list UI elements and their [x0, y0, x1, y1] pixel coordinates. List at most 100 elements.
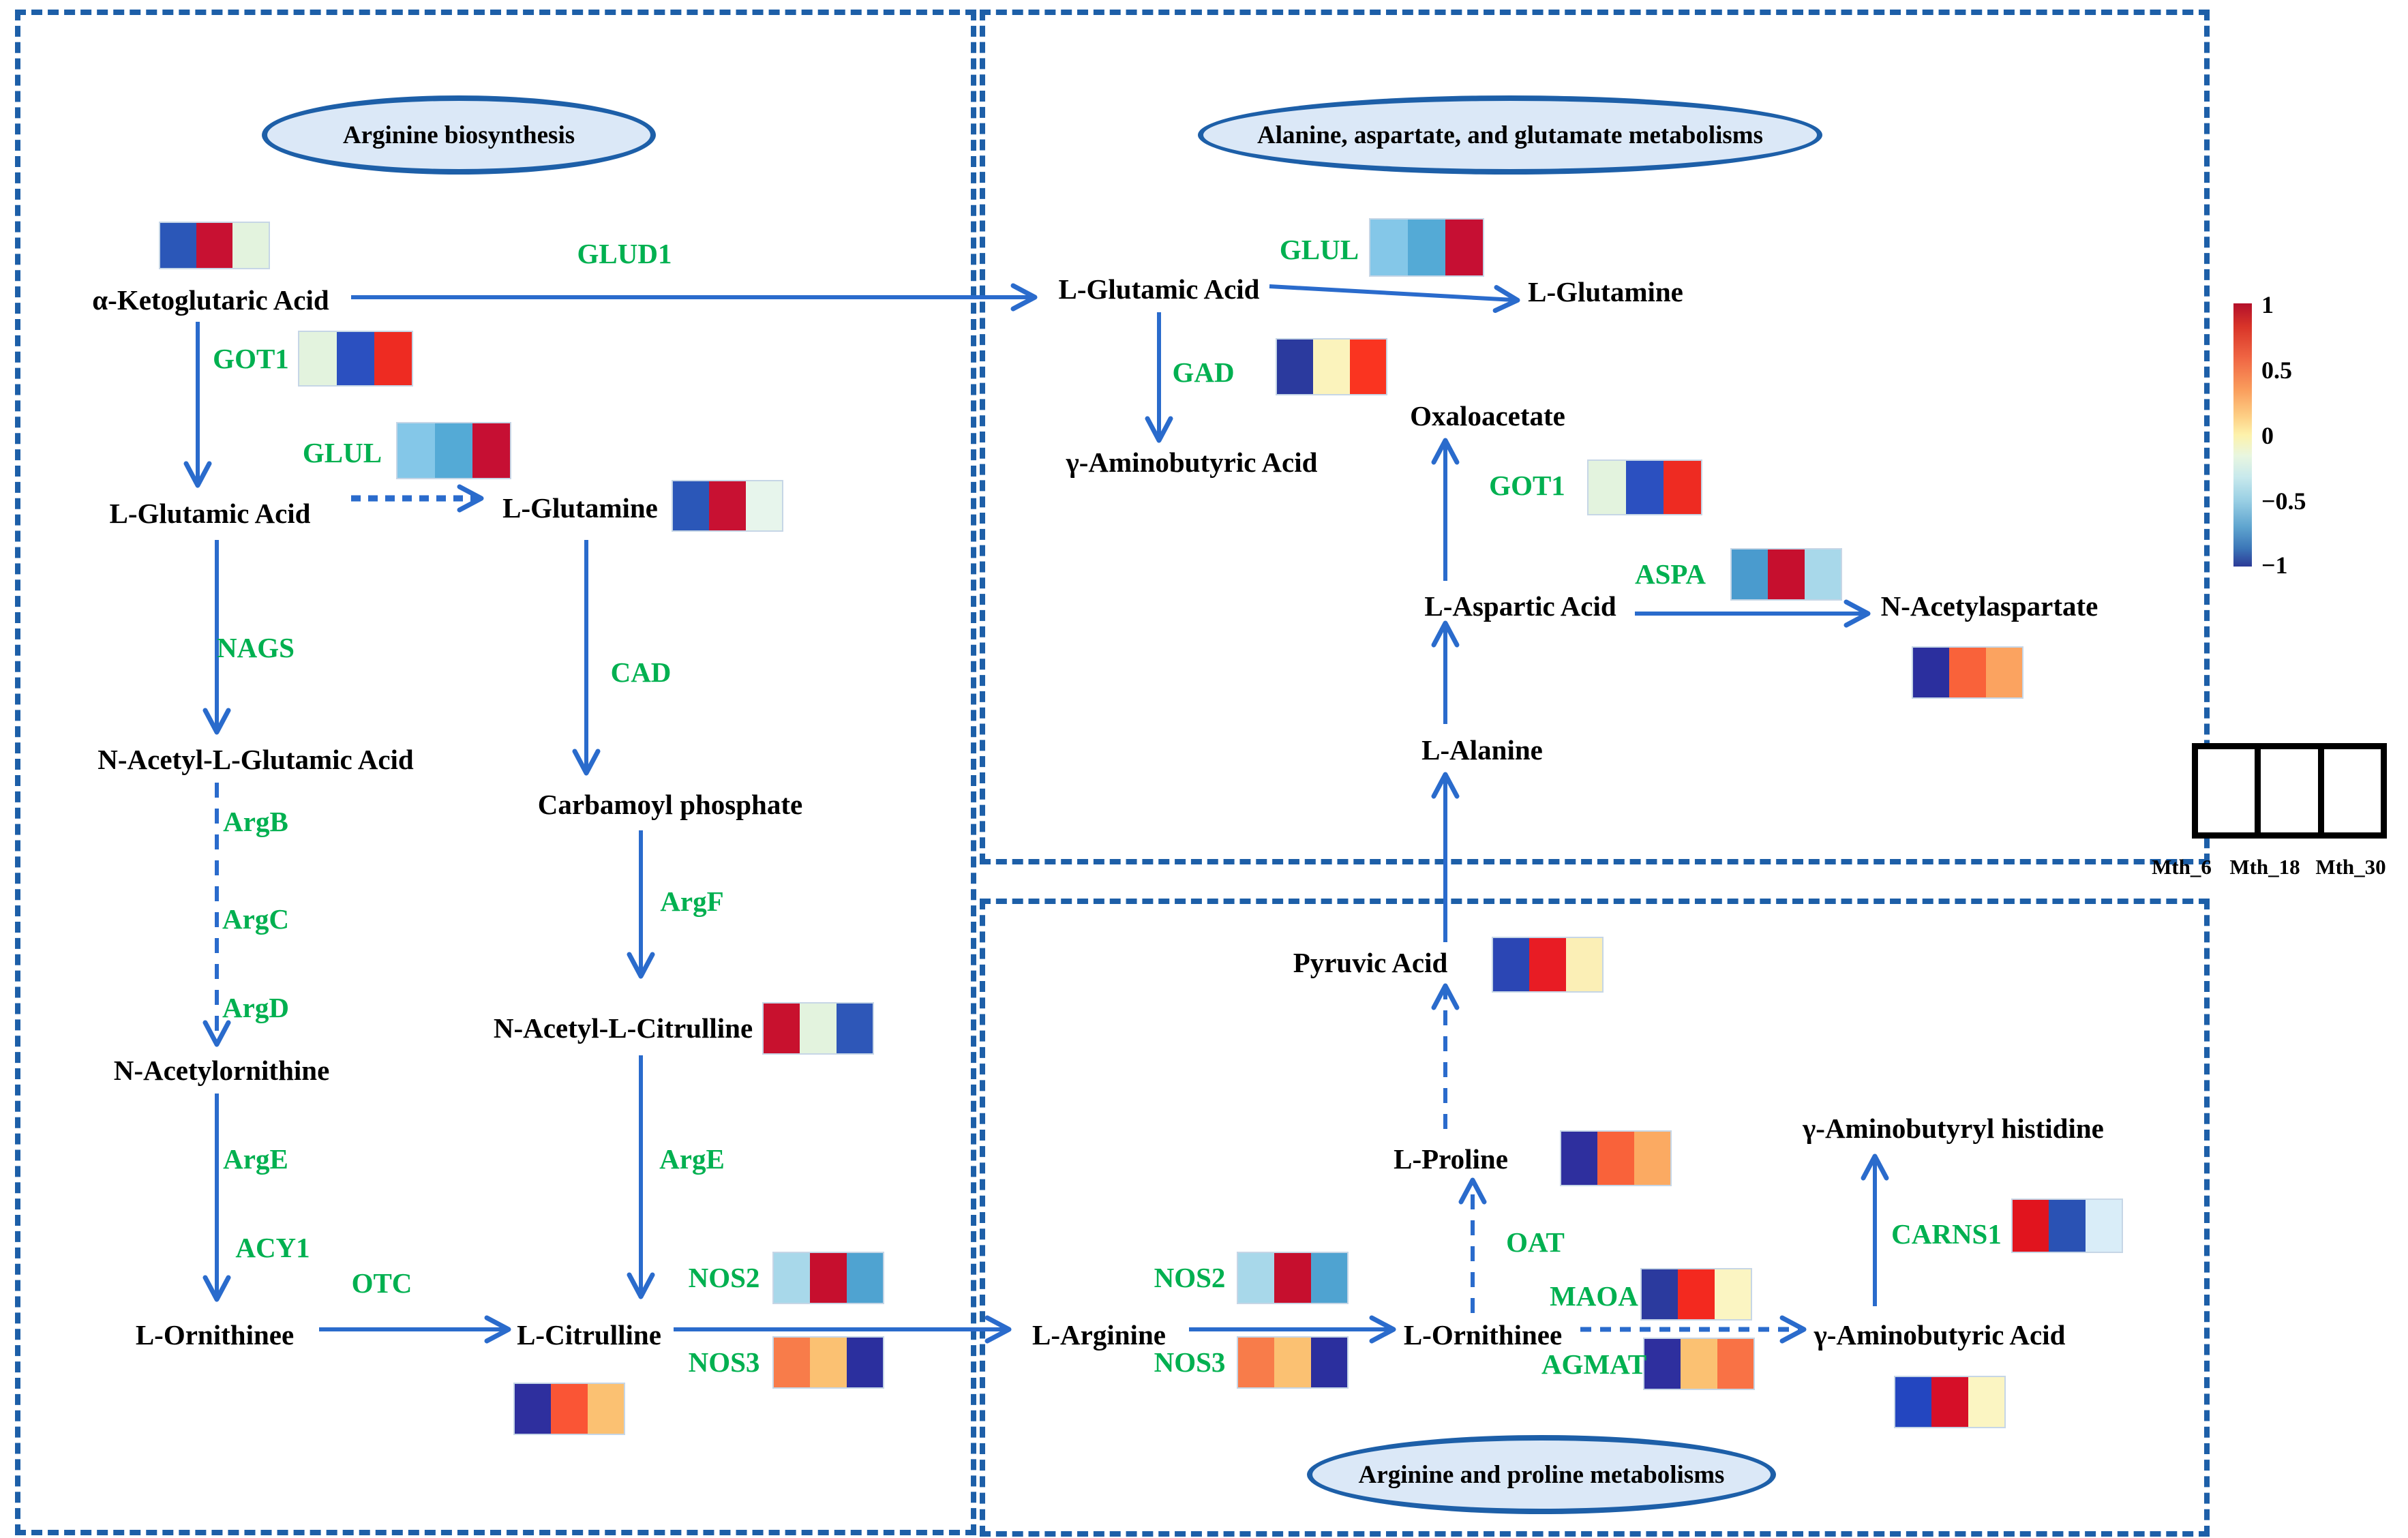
month-legend-label-mth6: Mth_6: [2152, 855, 2212, 879]
enzyme-argf: ArgF: [660, 886, 724, 917]
metabolite-l-aspartic-acid: L-Aspartic Acid: [1424, 590, 1616, 622]
heatmap-nos3-left: [772, 1336, 884, 1389]
title-ellipse-arginine-biosynthesis: Arginine biosynthesis: [262, 95, 656, 175]
enzyme-nos2-left: NOS2: [688, 1262, 760, 1293]
heatmap-carns1: [2011, 1198, 2123, 1253]
heatmap-cell-mth30: [1445, 220, 1483, 275]
heatmap-cell-mth30: [1565, 938, 1602, 991]
enzyme-cad: CAD: [610, 657, 672, 688]
metabolite-gaba-top: γ-Aminobutyric Acid: [1066, 447, 1318, 478]
heatmap-cell-mth30: [1714, 1269, 1751, 1319]
metabolite-l-citrulline: L-Citrulline: [517, 1319, 661, 1351]
panel-title: Arginine biosynthesis: [342, 121, 575, 149]
heatmap-cell-mth30: [472, 423, 510, 478]
heatmap-cell-mth30: [846, 1253, 883, 1303]
heatmap-n-acetyl-l-citrulline: [762, 1002, 874, 1055]
heatmap-cell-mth6: [1895, 1377, 1932, 1427]
heatmap-cell-mth6: [1732, 549, 1769, 599]
heatmap-pyruvic-acid: [1492, 937, 1604, 993]
enzyme-nos2-bottom: NOS2: [1154, 1262, 1226, 1293]
heatmap-aspa: [1730, 548, 1842, 601]
heatmap-cell-mth18: [2049, 1200, 2086, 1252]
panel-alanine-aspartate-glutamate: [980, 10, 2210, 864]
month-legend-label-mth18: Mth_18: [2229, 855, 2300, 879]
enzyme-glul-right: GLUL: [1279, 234, 1359, 265]
heatmap-cell-mth18: [196, 223, 232, 268]
enzyme-gad: GAD: [1172, 357, 1235, 388]
enzyme-carns1: CARNS1: [1891, 1218, 2002, 1250]
metabolite-l-glutamic-acid-right: L-Glutamic Acid: [1058, 273, 1260, 305]
heatmap-cell-mth30: [1664, 461, 1701, 514]
heatmap-cell-mth18: [1274, 1253, 1311, 1303]
heatmap-cell-mth6: [160, 223, 196, 268]
metabolite-alpha-ketoglutaric-acid: α-Ketoglutaric Acid: [92, 284, 329, 316]
colorbar-tick-0: 0: [2261, 422, 2274, 449]
enzyme-got1-left: GOT1: [213, 343, 289, 374]
heatmap-gaba-bottom: [1894, 1376, 2006, 1428]
heatmap-cell-mth6: [774, 1338, 811, 1387]
enzyme-argb: ArgB: [223, 806, 288, 837]
heatmap-cell-mth6: [673, 481, 710, 530]
enzyme-otc: OTC: [351, 1267, 412, 1299]
metabolite-gamma-aminobutyryl-histidine: γ-Aminobutyryl histidine: [1803, 1113, 2104, 1144]
heatmap-cell-mth18: [1529, 938, 1566, 991]
heatmap-cell-mth30: [374, 332, 412, 385]
enzyme-nags: NAGS: [217, 632, 295, 663]
heatmap-maoa: [1640, 1268, 1752, 1321]
heatmap-agmat: [1643, 1338, 1755, 1390]
heatmap-cell-mth18: [435, 423, 472, 478]
heatmap-glul-right: [1369, 218, 1484, 277]
panel-arginine-biosynthesis: [15, 10, 976, 1535]
heatmap-cell-mth6: [397, 423, 435, 478]
enzyme-got1-right: GOT1: [1489, 470, 1565, 501]
heatmap-cell-mth18: [1681, 1339, 1717, 1389]
heatmap-cell-mth6: [515, 1384, 552, 1434]
heatmap-cell-mth30: [846, 1338, 883, 1387]
enzyme-maoa: MAOA: [1550, 1280, 1638, 1312]
metabolite-l-ornithinee-bottom: L-Ornithinee: [1403, 1319, 1563, 1351]
enzyme-argc: ArgC: [222, 903, 289, 935]
heatmap-cell-mth18: [709, 481, 746, 530]
enzyme-acy1: ACY1: [235, 1232, 310, 1263]
metabolite-n-acetylornithine: N-Acetylornithine: [113, 1055, 330, 1086]
month-legend-cell-mth18: [2261, 749, 2324, 832]
heatmap-cell-mth18: [1768, 549, 1805, 599]
metabolite-gaba-bottom: γ-Aminobutyric Acid: [1813, 1319, 2066, 1351]
metabolite-l-ornithinee-left: L-Ornithinee: [135, 1319, 295, 1351]
heatmap-cell-mth6: [1277, 340, 1314, 394]
heatmap-cell-mth30: [836, 1004, 873, 1053]
colorbar-tick-neg0.5: −0.5: [2261, 487, 2306, 515]
heatmap-cell-mth6: [1642, 1269, 1679, 1319]
heatmap-cell-mth30: [1968, 1377, 2004, 1427]
heatmap-cell-mth6: [1589, 461, 1626, 514]
metabolite-l-glutamine-left: L-Glutamine: [502, 492, 658, 524]
heatmap-cell-mth18: [337, 332, 374, 385]
heatmap-cell-mth18: [1626, 461, 1664, 514]
heatmap-cell-mth30: [1634, 1132, 1670, 1185]
metabolite-carbamoyl-phosphate: Carbamoyl phosphate: [537, 789, 803, 820]
month-legend-label-mth30: Mth_30: [2315, 855, 2386, 879]
heatmap-cell-mth30: [1310, 1338, 1347, 1387]
heatmap-cell-mth30: [1717, 1339, 1754, 1389]
metabolite-pyruvic-acid: Pyruvic Acid: [1293, 947, 1448, 978]
heatmap-cell-mth18: [810, 1338, 847, 1387]
month-legend-cell-mth30: [2323, 749, 2381, 832]
heatmap-cell-mth18: [1408, 220, 1445, 275]
heatmap-cell-mth30: [587, 1384, 624, 1434]
heatmap-l-proline: [1560, 1130, 1672, 1186]
metabolite-n-acetyl-l-citrulline: N-Acetyl-L-Citrulline: [493, 1012, 753, 1044]
heatmap-cell-mth18: [1597, 1132, 1634, 1185]
panel-title: Arginine and proline metabolisms: [1358, 1460, 1725, 1489]
heatmap-cell-mth6: [1913, 648, 1950, 697]
heatmap-cell-mth6: [774, 1253, 811, 1303]
colorbar-tick-1: 1: [2261, 291, 2274, 318]
enzyme-aspa: ASPA: [1634, 558, 1706, 590]
enzyme-nos3-left: NOS3: [688, 1346, 760, 1378]
heatmap-cell-mth6: [764, 1004, 800, 1053]
heatmap-cell-mth30: [232, 223, 269, 268]
heatmap-cell-mth18: [1949, 648, 1986, 697]
heatmap-cell-mth30: [1349, 340, 1386, 394]
heatmap-l-glutamine-left: [672, 480, 783, 532]
enzyme-argd: ArgD: [222, 992, 289, 1023]
